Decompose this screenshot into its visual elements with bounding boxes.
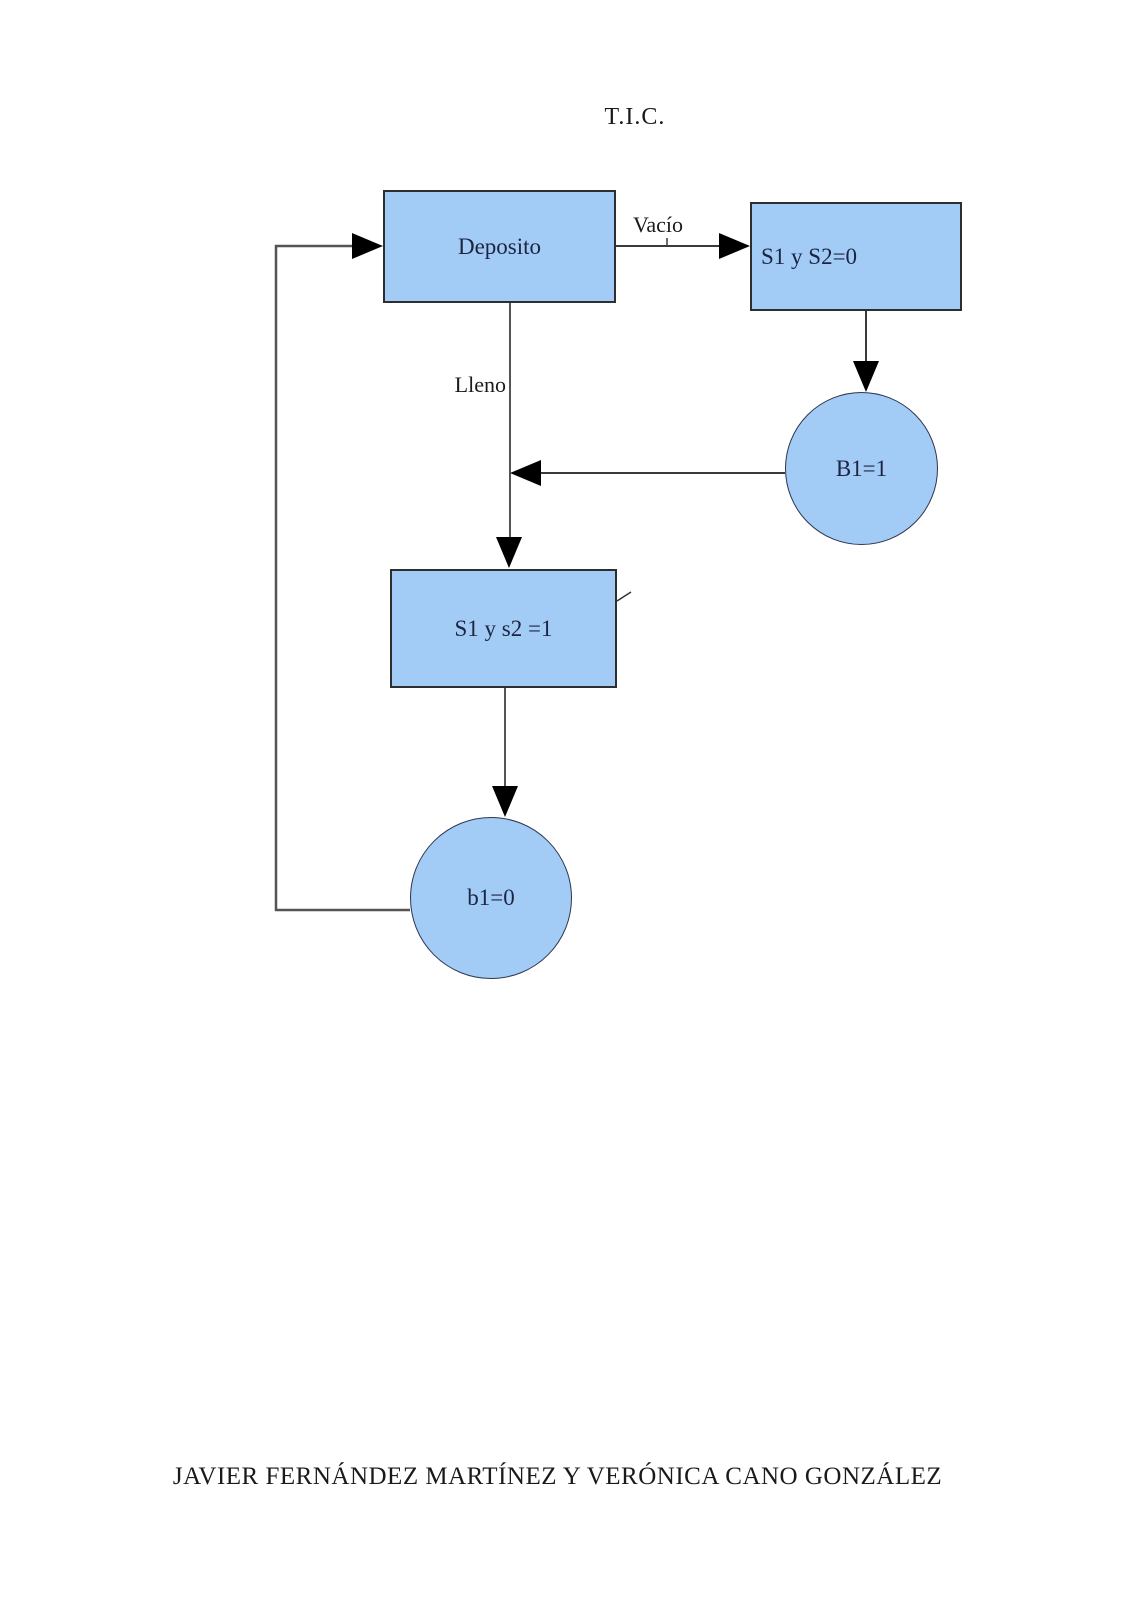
edge-deposito-s1s2_1-arrowhead — [496, 537, 522, 568]
edge-b1_0-deposito-line — [274, 244, 410, 912]
node-s1-s2-0-label: S1 y S2=0 — [761, 243, 858, 269]
node-s1-s2-1-label: S1 y s2 =1 — [454, 615, 553, 641]
footer-authors: JAVIER FERNÁNDEZ MARTÍNEZ Y VERÓNICA CAN… — [172, 1463, 943, 1490]
edge-b1_1-lleno-arrowhead — [510, 460, 541, 486]
node-b1-0: b1=0 — [410, 817, 572, 979]
node-s1-s2-1: S1 y s2 =1 — [390, 569, 617, 688]
edge-deposito-s1s2_0-arrowhead — [719, 233, 750, 259]
edge-label-lleno: Lleno — [454, 372, 506, 397]
page-title: T.I.C. — [604, 104, 666, 130]
edge-s1s2_0-b1_1-arrowhead — [853, 361, 879, 392]
node-deposito: Deposito — [383, 190, 616, 303]
edge-b1_0-deposito-arrowhead — [352, 233, 383, 259]
edge-label-vacio: Vacío — [632, 212, 684, 237]
node-b1-0-label: b1=0 — [467, 885, 515, 910]
edge-s1s2_1-b1_0-arrowhead — [492, 786, 518, 817]
node-deposito-label: Deposito — [457, 233, 542, 259]
node-s1-s2-0: S1 y S2=0 — [750, 202, 962, 311]
node-b1-1: B1=1 — [785, 392, 938, 545]
stray-tick — [616, 591, 632, 602]
node-b1-1-label: B1=1 — [835, 455, 888, 481]
